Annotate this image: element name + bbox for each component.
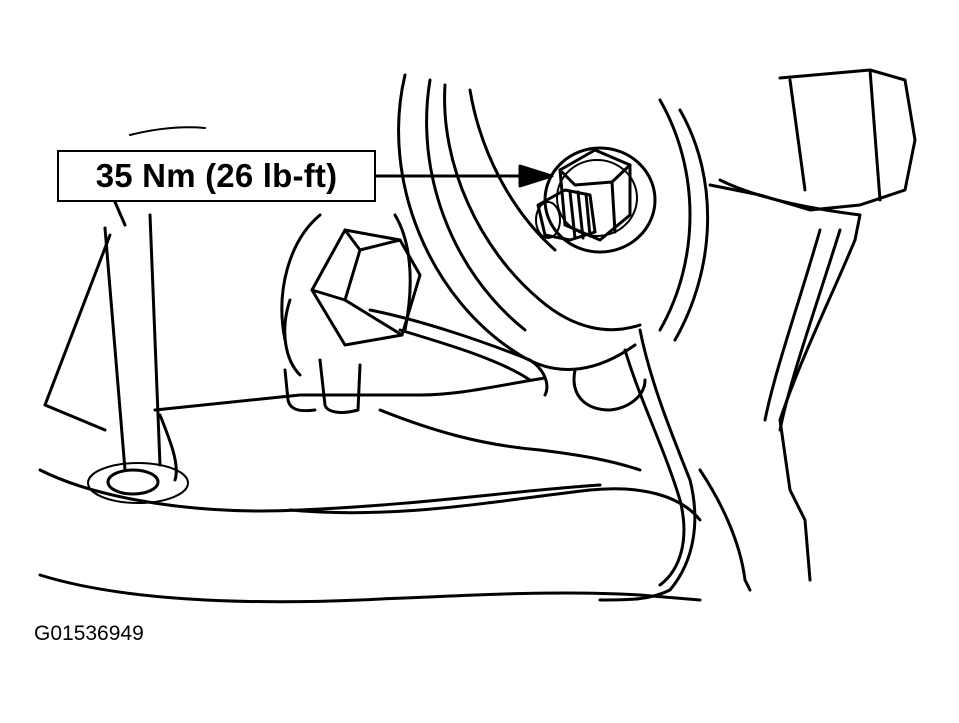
washer-flange-inner: [556, 159, 638, 237]
mid-hex-bolt-face-3: [343, 228, 362, 252]
disc-inner-arc-1: [425, 78, 527, 332]
bolt-boss-bracket-2: [398, 328, 532, 382]
disc-outer-arc: [397, 73, 637, 371]
base-plate-mid-line: [158, 413, 178, 482]
target-hex-nut-face: [558, 163, 632, 187]
lower-body-outline: [598, 328, 697, 602]
figure-id: G01536949: [34, 622, 144, 645]
base-plate-lower-curve: [288, 487, 702, 522]
base-plate-bottom-sweep-2: [38, 573, 702, 604]
mid-hex-bolt-face-2: [343, 238, 402, 302]
disc-right-arc-2: [673, 108, 709, 342]
disc-right-arc: [658, 98, 692, 332]
torque-callout-box: 35 Nm (26 lb-ft): [57, 150, 376, 202]
stud-post-left: [103, 226, 127, 472]
upper-housing-side: [868, 68, 882, 202]
stud-post-right: [148, 213, 162, 467]
base-plate-top: [153, 376, 547, 412]
bolt-boss-left: [283, 368, 317, 413]
lower-body-inner: [623, 348, 686, 587]
stud-post-hole-outer: [87, 462, 189, 504]
base-plate-left-edge: [43, 233, 112, 407]
target-hex-nut-face-2: [610, 180, 617, 234]
bolt-boss-arc: [283, 298, 302, 377]
torque-callout-label: 35 Nm (26 lb-ft): [95, 157, 338, 194]
stud-thread-3: [584, 192, 592, 238]
disc-nub: [572, 368, 647, 412]
stud-thread-1: [568, 190, 577, 240]
target-hex-nut: [558, 148, 632, 242]
stud-post-hole: [106, 468, 160, 496]
stud-end: [535, 201, 561, 239]
stud-thread-body: [536, 188, 597, 242]
callout-leader-left: [113, 200, 127, 227]
disc-inner-arc-2: [443, 83, 642, 332]
right-bracket-inner: [763, 228, 822, 422]
base-plate-bottom-sweep: [38, 468, 602, 513]
callout-arrowhead: [518, 164, 554, 188]
upper-housing-inner: [788, 78, 807, 192]
base-plate-left-lower: [43, 403, 107, 432]
bolt-boss-arc-2: [280, 213, 322, 342]
bolt-boss-mid: [318, 358, 362, 414]
base-plate-diagonal: [378, 408, 642, 472]
right-bracket-inner-2: [778, 228, 842, 432]
lower-body-edge: [698, 468, 752, 592]
right-bracket-outline: [718, 178, 862, 582]
housing-top-arc: [129, 126, 206, 136]
stud-thread-2: [576, 190, 585, 240]
